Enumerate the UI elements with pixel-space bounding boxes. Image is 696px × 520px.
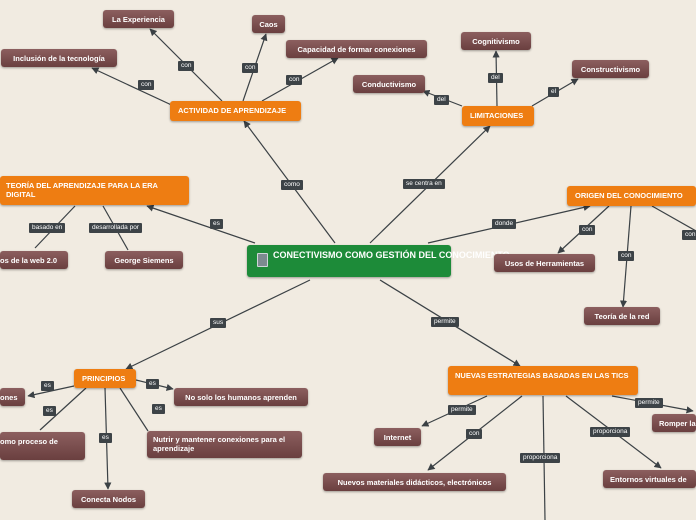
link-label-permite-romper: permite — [635, 398, 663, 408]
node-web-20[interactable]: os de la web 2.0 — [0, 251, 68, 269]
node-entornos-virtuales[interactable]: Entornos virtuales de — [603, 470, 696, 488]
node-la-experiencia[interactable]: La Experiencia — [103, 10, 174, 28]
topic-nuevas-estrategias[interactable]: NUEVAS ESTRATEGIAS BASADAS EN LAS TICS — [448, 366, 638, 395]
link-label-permite: permite — [431, 317, 459, 327]
topic-principios-label: PRINCIPIOS — [82, 374, 126, 383]
link-label-con-herramientas: con — [579, 225, 596, 235]
node-nuevos-materiales[interactable]: Nuevos materiales didácticos, electrónic… — [323, 473, 506, 491]
topic-origen-label: ORIGEN DEL CONOCIMIENTO — [575, 191, 683, 200]
link-label-el-constructivismo: el — [548, 87, 560, 97]
book-icon — [257, 253, 268, 267]
topic-limitaciones[interactable]: LIMITACIONES — [462, 106, 534, 126]
topic-actividad-aprendizaje[interactable]: ACTIVIDAD DE APRENDIZAJE — [170, 101, 301, 121]
node-omo-proceso-label: omo proceso de — [0, 437, 58, 446]
node-materiales-label: Nuevos materiales didácticos, electrónic… — [337, 478, 492, 487]
node-inclusion-tecnologia[interactable]: Inclusión de la tecnología — [1, 49, 117, 67]
topic-actividad-label: ACTIVIDAD DE APRENDIZAJE — [178, 106, 287, 115]
link-label-del-conductivismo: del — [434, 95, 449, 105]
link-label-con-capacidad: con — [286, 75, 303, 85]
node-cognitivismo-label: Cognitivismo — [472, 37, 520, 46]
topic-principios[interactable]: PRINCIPIOS — [74, 369, 136, 388]
node-web20-label: os de la web 2.0 — [0, 256, 58, 265]
link-label-con-right: con — [682, 230, 696, 240]
node-conecta-label: Conecta Nodos — [80, 495, 136, 504]
topic-teoria-era-digital[interactable]: TEORÍA DEL APRENDIZAJE PARA LA ERA DIGIT… — [0, 176, 189, 205]
link-label-es-no-solo: es — [146, 379, 159, 389]
link-label-con-teoria-red: con — [618, 251, 635, 261]
node-capacidad-conexiones[interactable]: Capacidad de formar conexiones — [286, 40, 427, 58]
node-caos[interactable]: Caos — [252, 15, 285, 33]
node-no-solo-label: No solo los humanos aprenden — [185, 393, 297, 402]
topic-origen-conocimiento[interactable]: ORIGEN DEL CONOCIMIENTO — [567, 186, 696, 206]
link-label-es-conecta: es — [99, 433, 112, 443]
link-label-se-centra-en: se centra en — [403, 179, 445, 189]
link-label-proporciona-down: proporciona — [520, 453, 561, 463]
central-topic-node[interactable]: CONECTIVISMO COMO GESTIÓN DEL CONOCIMIEN… — [247, 245, 510, 277]
node-caos-label: Caos — [259, 20, 278, 29]
node-conecta-nodos[interactable]: Conecta Nodos — [72, 490, 145, 508]
node-nutrir-conexiones[interactable]: Nutrir y mantener conexiones para el apr… — [147, 431, 302, 458]
node-constructivismo[interactable]: Constructivismo — [572, 60, 649, 78]
link-label-del-cognitivismo: del — [488, 73, 503, 83]
link-label-con-materiales: con — [466, 429, 483, 439]
link-label-es-nutrir: es — [152, 404, 165, 414]
node-entornos-label: Entornos virtuales de — [610, 475, 687, 484]
link-label-es-omo-proceso: es — [43, 406, 56, 416]
node-cognitivismo[interactable]: Cognitivismo — [461, 32, 531, 50]
node-omo-proceso[interactable]: omo proceso de — [0, 432, 85, 460]
link-label-con-experiencia: con — [178, 61, 195, 71]
link-label-con-inclusion: con — [138, 80, 155, 90]
node-internet-label: Internet — [383, 433, 412, 442]
node-no-solo-humanos[interactable]: No solo los humanos aprenden — [174, 388, 308, 406]
node-nutrir-label: Nutrir y mantener conexiones para el apr… — [153, 435, 286, 453]
node-conductivismo[interactable]: Conductivismo — [353, 75, 425, 93]
node-constructivismo-label: Constructivismo — [580, 65, 641, 74]
topic-teoria-era-label: TEORÍA DEL APRENDIZAJE PARA LA ERA DIGIT… — [6, 181, 158, 199]
node-capacidad-label: Capacidad de formar conexiones — [297, 45, 416, 54]
link-label-con-caos: con — [242, 63, 259, 73]
node-teoria-red-label: Teoría de la red — [594, 312, 650, 321]
node-romper[interactable]: Romper la — [652, 414, 696, 432]
central-topic-label: CONECTIVISMO COMO GESTIÓN DEL CONOCIMIEN… — [273, 250, 510, 260]
link-label-es: es — [210, 219, 223, 229]
node-conductivismo-label: Conductivismo — [361, 80, 417, 89]
node-romper-label: Romper la — [659, 419, 696, 428]
link-label-permite-internet: permite — [448, 405, 476, 415]
link-label-sus: sus — [210, 318, 227, 328]
link-label-es-nones: es — [41, 381, 54, 391]
node-nones[interactable]: ones — [0, 388, 25, 406]
node-nones-label: ones — [0, 393, 18, 402]
link-label-basado-en: basado en — [29, 223, 66, 233]
link-label-donde: donde — [492, 219, 517, 229]
link-label-proporciona-entornos: proporciona — [590, 427, 631, 437]
link-label-desarrollada-por: desarrollada por — [89, 223, 142, 233]
topic-limitaciones-label: LIMITACIONES — [470, 111, 524, 120]
node-usos-herramientas[interactable]: Usos de Herramientas — [494, 254, 595, 272]
node-teoria-red[interactable]: Teoría de la red — [584, 307, 660, 325]
link-label-como: como — [281, 180, 303, 190]
node-internet[interactable]: Internet — [374, 428, 421, 446]
node-siemens-label: George Siemens — [114, 256, 174, 265]
node-la-experiencia-label: La Experiencia — [112, 15, 165, 24]
node-inclusion-label: Inclusión de la tecnología — [13, 54, 105, 63]
node-herramientas-label: Usos de Herramientas — [504, 259, 585, 268]
topic-nuevas-label: NUEVAS ESTRATEGIAS BASADAS EN LAS TICS — [455, 371, 629, 380]
node-george-siemens[interactable]: George Siemens — [105, 251, 183, 269]
